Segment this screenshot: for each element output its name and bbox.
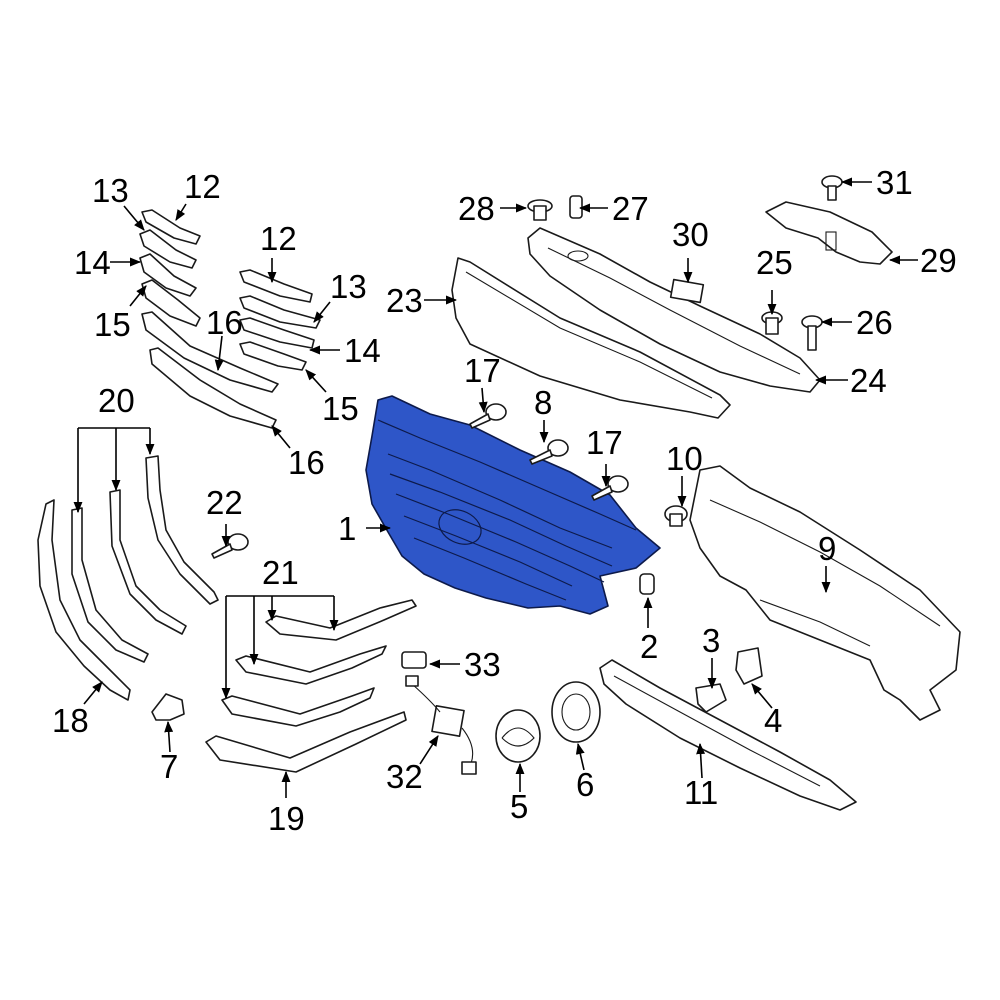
part-32-harness [405, 675, 477, 775]
part-31-clip [821, 175, 843, 201]
part-6-emblem-bracket [551, 681, 601, 743]
callout-18: 18 [52, 702, 89, 739]
callout-14-center: 14 [344, 332, 381, 369]
callout-21: 21 [262, 554, 299, 591]
callout-5: 5 [510, 788, 528, 825]
callout-10: 10 [666, 440, 703, 477]
part-29-plate [765, 201, 893, 265]
callout-23: 23 [386, 282, 423, 319]
grille-molding-strips [139, 209, 321, 429]
callout-31: 31 [876, 164, 913, 201]
callout-33: 33 [464, 646, 501, 683]
part-8-screw [529, 439, 569, 465]
callout-17-upper: 17 [464, 352, 501, 389]
callout-8: 8 [534, 384, 552, 421]
callout-6: 6 [576, 766, 594, 803]
part-27-clip [569, 195, 583, 219]
callout-27: 27 [612, 190, 649, 227]
callout-30: 30 [672, 216, 709, 253]
callout-24: 24 [850, 362, 887, 399]
part-22-screw [211, 533, 249, 559]
part-5-emblem [495, 709, 541, 763]
callout-1: 1 [338, 510, 356, 547]
part-28-clip [527, 199, 553, 221]
part-21-lower-trims [221, 599, 417, 727]
part-7-clip [151, 693, 185, 721]
part-33-sensor [401, 651, 427, 669]
callout-19: 19 [268, 800, 305, 837]
part-17-screw-upper [469, 403, 507, 429]
part-23-upper-panel [451, 257, 731, 419]
callout-15-center: 15 [322, 390, 359, 427]
callout-13-left: 13 [92, 172, 129, 209]
part-10-clip [664, 505, 688, 527]
part-11-lower-support [599, 659, 857, 811]
part-19-lower-trim [205, 711, 407, 773]
callout-25: 25 [756, 244, 793, 281]
callout-labels: 1 2 3 4 5 6 7 8 9 10 11 12 12 13 13 14 1… [52, 164, 957, 837]
part-24-air-deflector [527, 227, 821, 393]
part-3-bracket [695, 683, 727, 713]
callout-7: 7 [160, 748, 178, 785]
leader-lines [73, 177, 918, 798]
callout-9: 9 [818, 530, 836, 567]
callout-29: 29 [920, 242, 957, 279]
part-20-side-moldings [71, 455, 219, 663]
callout-15-left: 15 [94, 306, 131, 343]
callout-13-center: 13 [330, 268, 367, 305]
callout-14-left: 14 [74, 244, 111, 281]
part-18-side-molding [37, 499, 131, 701]
part-26-bolt [801, 315, 823, 351]
part-2-clip [639, 573, 655, 595]
callout-32: 32 [386, 758, 423, 795]
callout-22: 22 [206, 484, 243, 521]
callout-4: 4 [764, 702, 782, 739]
callout-16-upper: 16 [206, 304, 243, 341]
callout-11: 11 [684, 774, 718, 811]
part-4-bracket [735, 647, 763, 685]
callout-3: 3 [702, 622, 720, 659]
callout-2: 2 [640, 628, 658, 665]
part-25-clip [761, 311, 783, 335]
callout-12-center: 12 [260, 220, 297, 257]
callout-20: 20 [98, 382, 135, 419]
callout-12-left: 12 [184, 168, 221, 205]
callout-17-lower: 17 [586, 424, 623, 461]
callout-28: 28 [458, 190, 495, 227]
callout-26: 26 [856, 304, 893, 341]
part-9-support-frame [689, 465, 961, 721]
callout-16-lower: 16 [288, 444, 325, 481]
